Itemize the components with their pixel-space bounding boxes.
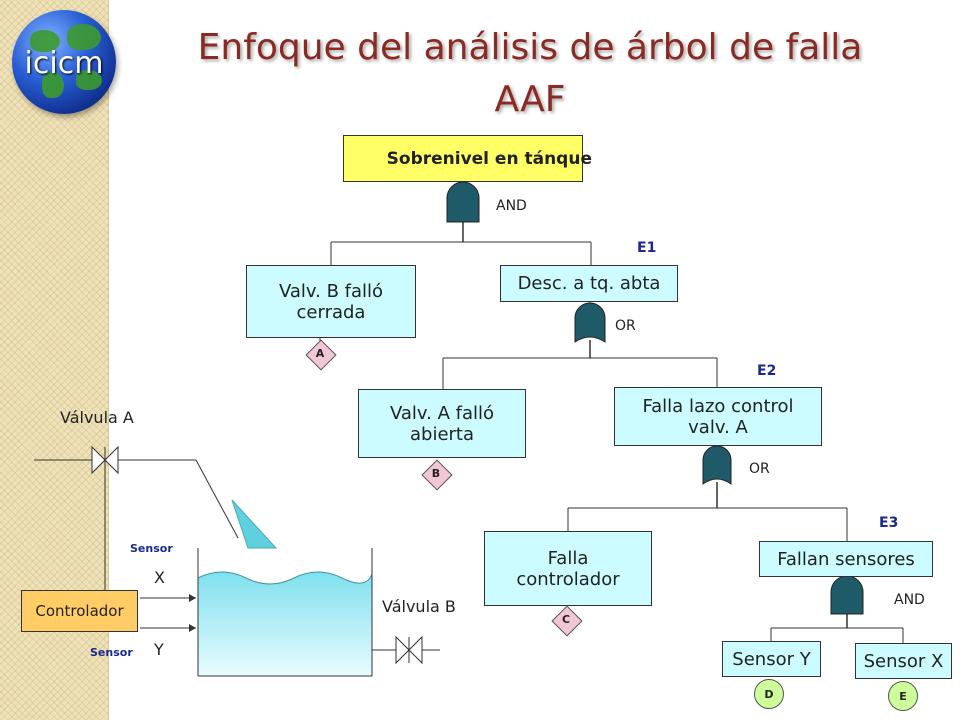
gate-top-label: AND xyxy=(496,198,527,214)
title-line-1: Enfoque del análisis de árbol de falla xyxy=(197,27,863,68)
sensor-x-letter: X xyxy=(154,568,165,587)
sensor-y-box-label: Sensor Y xyxy=(732,648,811,670)
controller-failure-line1: Falla xyxy=(547,547,589,569)
event-e3-label: E3 xyxy=(879,515,899,531)
code-e-circle: E xyxy=(888,681,918,711)
gate-or1-label: OR xyxy=(615,318,636,334)
sensors-fail-box: Fallan sensores xyxy=(759,541,933,577)
valve-b-failed-line2: cerrada xyxy=(296,301,366,323)
valve-a-failed-box: Valv. A falló abierta xyxy=(358,389,526,458)
controller-label: Controlador xyxy=(35,602,124,620)
discharge-label: Desc. a tq. abta xyxy=(517,273,661,294)
valve-a-failed-line2: abierta xyxy=(409,423,475,445)
valve-b-failed-box: Valv. B falló cerrada xyxy=(246,265,416,338)
globe-logo: icicm xyxy=(12,10,116,114)
sensor-x-box-label: Sensor X xyxy=(863,650,944,672)
tank-water xyxy=(198,572,372,676)
valve-a-label: Válvula A xyxy=(60,408,134,427)
valve-b-failed-line1: Valv. B falló xyxy=(278,280,384,302)
decorative-sidebar xyxy=(0,0,109,720)
gate-and2-label: AND xyxy=(894,592,925,608)
or-gate-1 xyxy=(574,302,606,343)
logo-text: icicm xyxy=(24,46,104,81)
control-loop-box: Falla lazo control valv. A xyxy=(614,387,822,446)
code-c-label: C xyxy=(561,613,571,626)
sensor-y-word: Sensor xyxy=(90,646,133,659)
sensor-x-word: Sensor xyxy=(130,542,173,555)
sensor-y-letter: Y xyxy=(154,640,164,659)
and-gate-2 xyxy=(830,575,864,615)
code-b-label: B xyxy=(431,467,441,480)
valve-a-failed-line1: Valv. A falló xyxy=(389,402,495,424)
valve-b-label: Válvula B xyxy=(382,597,456,616)
page-title: Enfoque del análisis de árbol de falla A… xyxy=(150,22,910,126)
inflow-stream xyxy=(231,499,278,549)
control-loop-line2: valv. A xyxy=(688,416,748,438)
code-d-circle: D xyxy=(754,679,784,709)
controller-box: Controlador xyxy=(21,590,138,632)
discharge-box: Desc. a tq. abta xyxy=(500,265,678,302)
sensor-y-box: Sensor Y xyxy=(722,641,821,677)
top-event-box: Sobrenivel en tánque xyxy=(343,135,592,182)
or-gate-2 xyxy=(702,445,732,485)
and-gate-top xyxy=(446,181,480,223)
controller-failure-line2: controlador xyxy=(516,568,620,590)
sensor-x-box: Sensor X xyxy=(855,643,952,679)
control-loop-line1: Falla lazo control xyxy=(642,395,794,417)
event-e2-label: E2 xyxy=(757,363,777,379)
gate-or2-label: OR xyxy=(749,461,770,477)
code-a-label: A xyxy=(315,347,325,360)
top-event-label: Sobrenivel en tánque xyxy=(386,148,592,169)
event-e1-label: E1 xyxy=(637,240,657,256)
sensors-fail-label: Fallan sensores xyxy=(777,548,915,570)
title-line-2: AAF xyxy=(494,79,566,120)
controller-failure-box: Falla controlador xyxy=(484,531,652,606)
